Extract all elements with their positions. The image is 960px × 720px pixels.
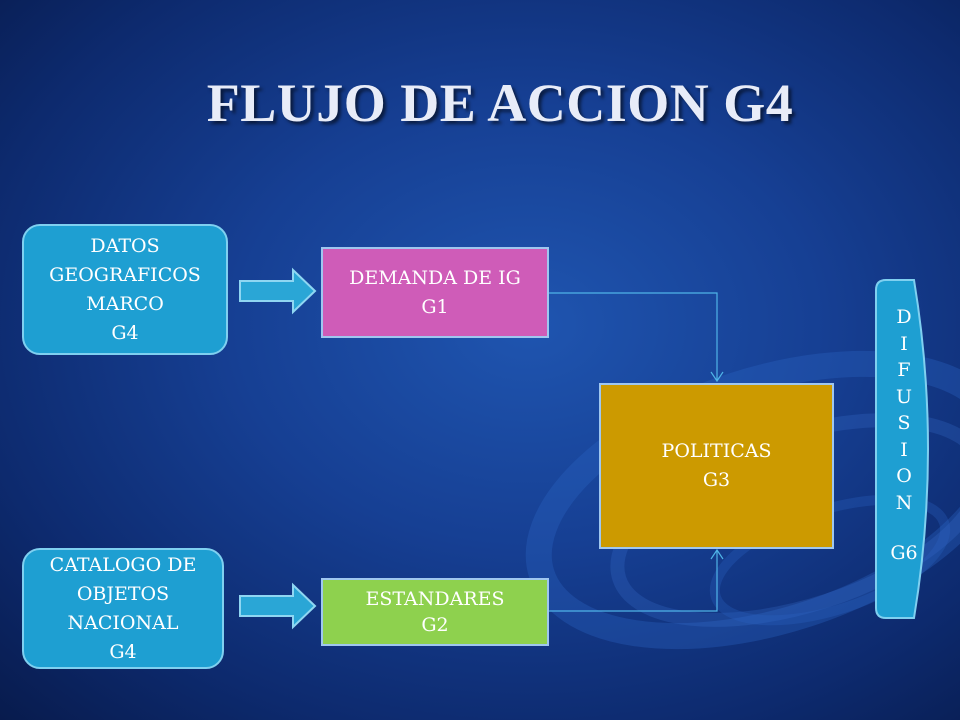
difusion-code: G6: [890, 542, 918, 564]
difusion-letter: F: [897, 359, 911, 381]
node-demanda-line-1: DEMANDA DE IG: [349, 266, 521, 289]
node-datos-line-2: GEOGRAFICOS: [49, 263, 201, 286]
difusion-letter: I: [900, 332, 908, 355]
difusion-letter: O: [896, 465, 912, 487]
node-difusion: D I F U S I O N G6: [876, 304, 932, 567]
difusion-letter: U: [895, 385, 912, 408]
node-difusion-shape: [875, 279, 929, 619]
node-catalogo-line-3: NACIONAL: [67, 611, 179, 634]
node-estandares-line-1: ESTANDARES: [365, 588, 505, 610]
node-datos-line-4: G4: [111, 321, 139, 344]
node-estandares: ESTANDARES G2: [321, 578, 549, 646]
node-datos-line-3: MARCO: [86, 292, 164, 315]
page-title: FLUJO DE ACCION G4: [206, 73, 794, 133]
difusion-letter: I: [900, 438, 908, 461]
difusion-letter: S: [897, 412, 911, 434]
node-catalogo-line-2: OBJETOS: [76, 582, 170, 605]
node-politicas-line-2: G3: [702, 469, 731, 491]
node-catalogo-line-4: G4: [109, 640, 137, 663]
difusion-letter: D: [896, 306, 912, 328]
node-demanda-ig: DEMANDA DE IG G1: [321, 247, 549, 338]
difusion-letter: N: [895, 491, 913, 514]
node-politicas-line-1: POLITICAS: [661, 440, 772, 462]
node-datos-geograficos: DATOS GEOGRAFICOS MARCO G4: [22, 224, 228, 355]
node-politicas: POLITICAS G3: [599, 383, 834, 549]
node-demanda-line-2: G1: [421, 295, 449, 318]
node-estandares-line-2: G2: [421, 614, 449, 636]
node-catalogo-line-1: CATALOGO DE: [49, 553, 197, 576]
node-catalogo-objetos: CATALOGO DE OBJETOS NACIONAL G4: [22, 548, 224, 669]
node-datos-line-1: DATOS: [90, 234, 160, 257]
